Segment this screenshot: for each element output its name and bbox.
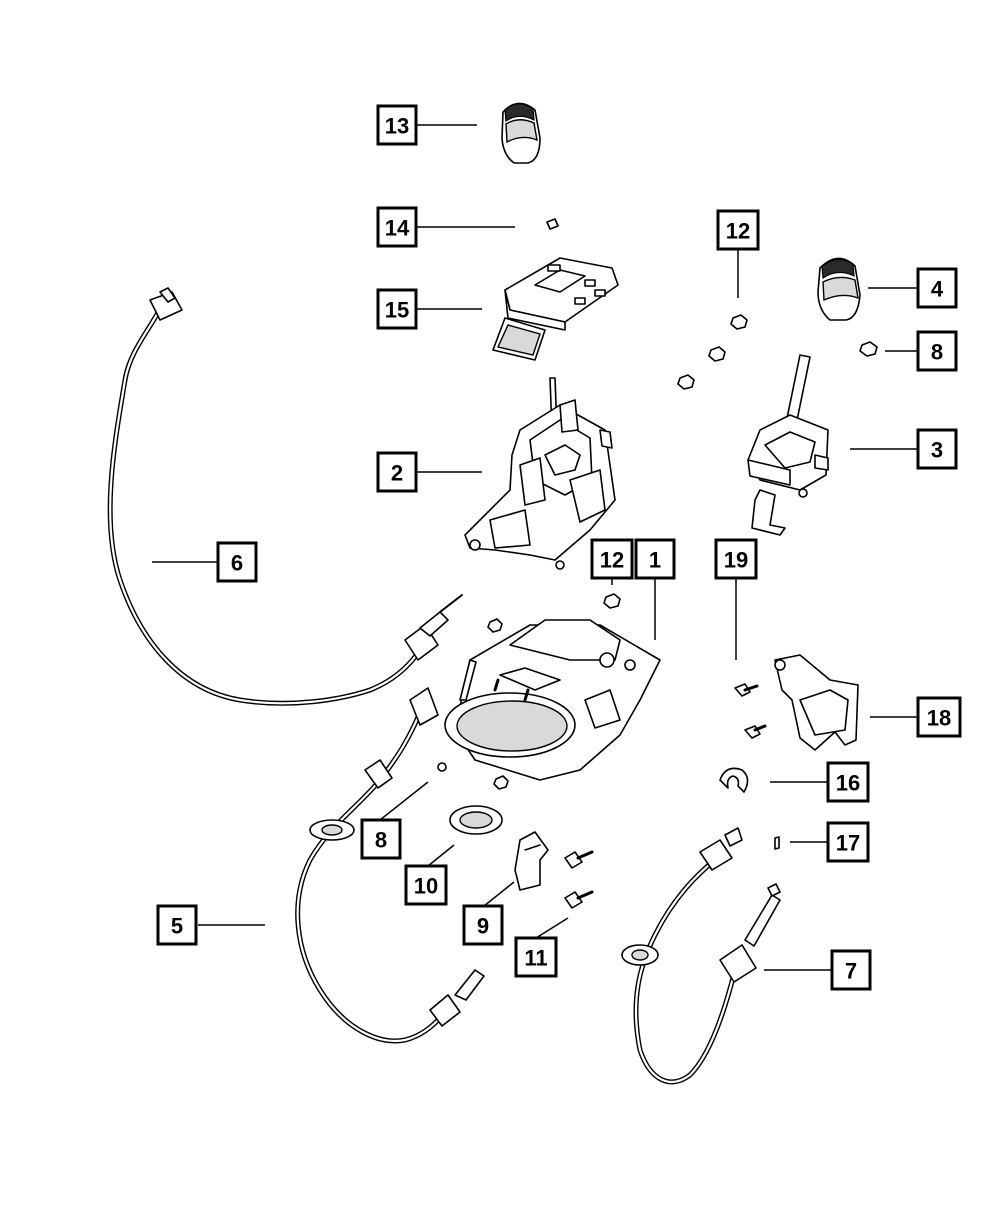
shift-bezel-15 <box>492 257 619 361</box>
callout-3: 3 <box>916 428 958 470</box>
svg-text:4: 4 <box>931 277 944 302</box>
svg-text:18: 18 <box>927 706 951 731</box>
callout-15: 15 <box>376 288 418 330</box>
callout-12-top: 12 <box>716 209 760 251</box>
svg-text:12: 12 <box>600 548 624 573</box>
bolt-19-group <box>734 683 767 739</box>
svg-text:14: 14 <box>385 216 410 241</box>
svg-text:16: 16 <box>836 771 860 796</box>
callout-1: 1 <box>634 538 676 580</box>
callout-16: 16 <box>826 761 870 803</box>
svg-text:8: 8 <box>931 340 943 365</box>
svg-text:19: 19 <box>724 548 748 573</box>
svg-text:9: 9 <box>477 914 489 939</box>
bracket-9 <box>514 831 549 891</box>
svg-text:2: 2 <box>391 461 403 486</box>
bracket-18 <box>774 654 859 751</box>
svg-text:11: 11 <box>524 946 547 971</box>
svg-text:5: 5 <box>171 914 183 939</box>
clip-14 <box>546 218 559 230</box>
callout-14: 14 <box>376 206 418 248</box>
svg-text:8: 8 <box>375 828 387 853</box>
svg-text:13: 13 <box>385 114 409 139</box>
nut-8 <box>859 341 878 357</box>
callout-12-mid: 12 <box>590 538 634 580</box>
callout-7: 7 <box>830 949 872 991</box>
shift-knob-4 <box>817 257 861 321</box>
svg-text:3: 3 <box>931 438 943 463</box>
cable-6 <box>107 287 463 706</box>
shifter-assembly-2 <box>464 377 616 570</box>
callout-19: 19 <box>714 538 758 580</box>
bolt-11-group <box>564 850 594 909</box>
callout-17: 17 <box>826 821 870 863</box>
svg-text:17: 17 <box>836 831 860 856</box>
callout-6: 6 <box>216 541 258 583</box>
shifter-lever-3 <box>747 354 829 536</box>
callout-2: 2 <box>376 451 418 493</box>
base-plate-1 <box>437 619 661 790</box>
nut-12-group <box>487 314 748 633</box>
pin-17 <box>774 836 780 850</box>
svg-text:1: 1 <box>649 548 661 573</box>
svg-text:15: 15 <box>385 298 409 323</box>
callout-18: 18 <box>916 696 962 738</box>
shift-knob-13 <box>501 102 541 164</box>
svg-text:10: 10 <box>414 874 438 899</box>
grommet-10 <box>449 805 503 835</box>
callout-13: 13 <box>376 104 418 146</box>
leader-lines <box>152 124 918 971</box>
svg-text:7: 7 <box>845 959 857 984</box>
callout-4: 4 <box>916 267 958 309</box>
svg-text:6: 6 <box>231 551 243 576</box>
cable-5 <box>295 687 485 1044</box>
cable-7 <box>621 827 781 1085</box>
callout-5: 5 <box>156 904 198 946</box>
callout-8-top: 8 <box>916 330 958 372</box>
svg-text:12: 12 <box>726 219 750 244</box>
callout-8-bottom: 8 <box>360 818 402 860</box>
clip-16 <box>719 767 749 793</box>
callout-9: 9 <box>462 904 504 946</box>
callout-11: 11 <box>514 936 558 978</box>
callout-10: 10 <box>404 864 448 906</box>
